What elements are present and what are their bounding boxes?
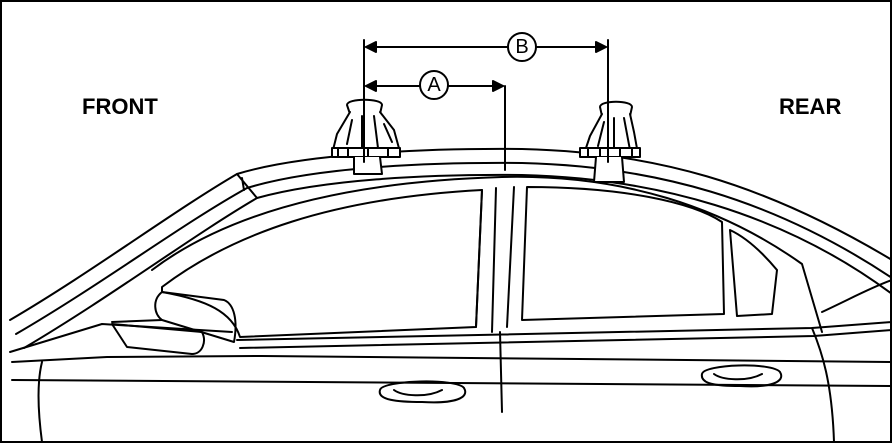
body-crease (11, 355, 892, 387)
dimension-b-arrow (365, 41, 607, 53)
roof-rail (23, 173, 892, 349)
rear-body-line (821, 279, 892, 313)
front-door-handle (378, 380, 467, 404)
front-window (161, 189, 483, 338)
quarter-window (729, 229, 778, 317)
side-mirror (154, 291, 237, 343)
rear-rack-foot (579, 100, 641, 183)
rear-door-handle (700, 364, 783, 388)
front-rack-foot (331, 98, 401, 175)
b-pillar (475, 186, 515, 333)
roof-line-inner (15, 161, 892, 335)
dimension-a-arrow (365, 80, 504, 92)
dimension-b-callout: B (507, 32, 537, 62)
rear-label: REAR (779, 94, 842, 119)
dimension-a-callout: A (419, 70, 449, 100)
belt-line (236, 321, 892, 349)
front-fender-seam (37, 361, 43, 443)
rear-window (521, 186, 725, 321)
hood-line (9, 319, 233, 353)
headlight (111, 323, 205, 355)
a-pillar (236, 173, 258, 199)
front-door-seam (499, 331, 503, 413)
window-frame (151, 175, 823, 333)
rear-door-seam (811, 327, 835, 443)
front-label: FRONT (82, 94, 158, 119)
